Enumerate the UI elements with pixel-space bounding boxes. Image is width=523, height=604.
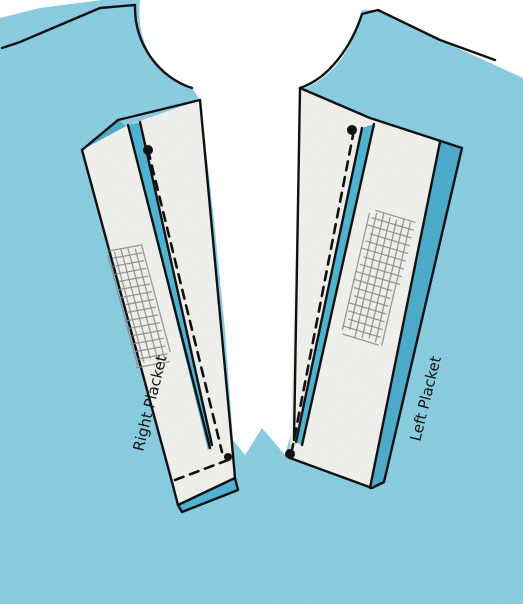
right-placket-pin-top xyxy=(143,145,153,155)
right-placket-pin-bottom xyxy=(224,453,232,461)
left-placket-pin-top xyxy=(347,125,357,135)
left-placket-pin-bottom xyxy=(285,449,295,459)
